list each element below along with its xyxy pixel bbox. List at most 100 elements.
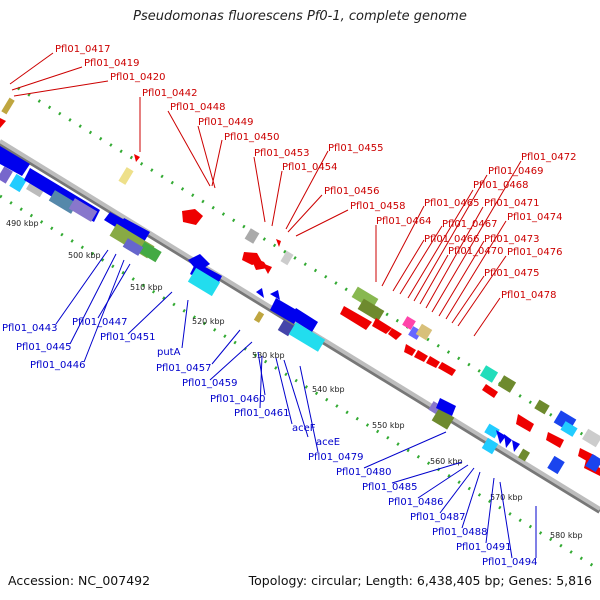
gene-arrow[interactable] bbox=[276, 239, 281, 247]
gene-label[interactable]: Pfl01_0458 bbox=[350, 201, 406, 212]
gene-label[interactable]: Pfl01_0460 bbox=[210, 394, 266, 405]
gene-block[interactable] bbox=[534, 399, 550, 415]
gene-label[interactable]: Pfl01_0461 bbox=[234, 408, 290, 419]
gene-block[interactable] bbox=[244, 228, 260, 244]
gene-block[interactable] bbox=[497, 375, 517, 393]
map-title: Pseudomonas fluorescens Pf0-1, complete … bbox=[133, 9, 467, 24]
gene-block[interactable] bbox=[479, 365, 499, 383]
gene-block[interactable] bbox=[402, 316, 416, 330]
gene-arrow[interactable] bbox=[0, 118, 6, 128]
gene-label[interactable]: Pfl01_0459 bbox=[182, 378, 238, 389]
gene-arrow[interactable] bbox=[388, 328, 402, 340]
gene-label[interactable]: Pfl01_0488 bbox=[432, 527, 488, 538]
gene-label[interactable]: Pfl01_0419 bbox=[84, 58, 140, 69]
gene-block[interactable] bbox=[9, 173, 27, 193]
gene-label[interactable]: Pfl01_0479 bbox=[308, 452, 364, 463]
gene-label[interactable]: Pfl01_0472 bbox=[521, 152, 577, 163]
gene-label[interactable]: Pfl01_0466 bbox=[424, 234, 480, 245]
gene-arrow[interactable] bbox=[512, 440, 520, 452]
gene-label[interactable]: Pfl01_0474 bbox=[507, 212, 563, 223]
gene-label[interactable]: Pfl01_0420 bbox=[110, 72, 166, 83]
gene-block[interactable] bbox=[517, 448, 531, 462]
gene-block[interactable] bbox=[280, 250, 294, 266]
gene-label[interactable]: Pfl01_0455 bbox=[328, 143, 384, 154]
gene-label[interactable]: putA bbox=[157, 347, 181, 358]
gene-label[interactable]: Pfl01_0447 bbox=[72, 317, 128, 328]
gene-block[interactable] bbox=[187, 267, 221, 297]
gene-label[interactable]: Pfl01_0453 bbox=[254, 148, 310, 159]
gene-label[interactable]: Pfl01_0464 bbox=[376, 216, 432, 227]
gene-arrow[interactable] bbox=[290, 308, 318, 332]
gene-label[interactable]: Pfl01_0486 bbox=[388, 497, 444, 508]
gene-arrow[interactable] bbox=[340, 306, 372, 330]
gene-label[interactable]: Pfl01_0471 bbox=[484, 198, 540, 209]
gene-arrow[interactable] bbox=[546, 432, 564, 448]
gene-label[interactable]: aceE bbox=[316, 437, 340, 448]
gene-label[interactable]: Pfl01_0470 bbox=[448, 246, 504, 257]
gene-arrow[interactable] bbox=[482, 384, 498, 398]
gene-label[interactable]: Pfl01_0487 bbox=[410, 512, 466, 523]
gene-arrow[interactable] bbox=[504, 434, 512, 448]
gene-arrow[interactable] bbox=[436, 398, 456, 416]
gene-block[interactable] bbox=[253, 311, 265, 323]
gene-block[interactable] bbox=[585, 453, 600, 473]
gene-arrow[interactable] bbox=[372, 318, 392, 334]
gene-block[interactable] bbox=[484, 423, 500, 439]
gene-block[interactable] bbox=[288, 322, 326, 352]
gene-arrow[interactable] bbox=[438, 362, 456, 376]
gene-label[interactable]: Pfl01_0448 bbox=[170, 102, 226, 113]
gene-label[interactable]: Pfl01_0473 bbox=[484, 234, 540, 245]
gene-block[interactable] bbox=[68, 198, 98, 222]
gene-block[interactable] bbox=[547, 455, 565, 475]
gene-label[interactable]: Pfl01_0417 bbox=[55, 44, 111, 55]
gene-block[interactable] bbox=[582, 428, 600, 448]
gene-arrow[interactable] bbox=[426, 356, 440, 368]
gene-block[interactable] bbox=[1, 97, 15, 115]
gene-label[interactable]: Pfl01_0491 bbox=[456, 542, 512, 553]
gene-label[interactable]: Pfl01_0457 bbox=[156, 363, 212, 374]
gene-label[interactable]: Pfl01_0469 bbox=[488, 166, 544, 177]
gene-arrow[interactable] bbox=[256, 288, 264, 298]
gene-block[interactable] bbox=[0, 166, 13, 184]
gene-label[interactable]: Pfl01_0494 bbox=[482, 557, 538, 568]
gene-block[interactable] bbox=[138, 241, 162, 263]
gene-block[interactable] bbox=[408, 326, 422, 340]
gene-block[interactable] bbox=[560, 421, 578, 437]
gene-label[interactable]: Pfl01_0450 bbox=[224, 132, 280, 143]
tick-label: 550 kbp bbox=[372, 421, 405, 430]
gene-arrow[interactable] bbox=[262, 263, 272, 274]
gene-block[interactable] bbox=[118, 167, 134, 185]
gene-label[interactable]: Pfl01_0449 bbox=[198, 117, 254, 128]
gene-block[interactable] bbox=[357, 298, 385, 322]
gene-label[interactable]: Pfl01_0454 bbox=[282, 162, 338, 173]
gene-label[interactable]: Pfl01_0476 bbox=[507, 247, 563, 258]
gene-label[interactable]: Pfl01_0468 bbox=[473, 180, 529, 191]
gene-block[interactable] bbox=[415, 323, 433, 341]
gene-arrow[interactable] bbox=[270, 290, 280, 300]
gene-label[interactable]: Pfl01_0467 bbox=[442, 219, 498, 230]
gene-arrow[interactable] bbox=[516, 414, 534, 432]
gene-arrow[interactable] bbox=[414, 350, 428, 362]
gene-block[interactable] bbox=[431, 408, 455, 430]
gene-arrow[interactable] bbox=[134, 154, 140, 162]
gene-block[interactable] bbox=[481, 437, 499, 455]
gene-arrow[interactable] bbox=[404, 344, 416, 356]
gene-label[interactable]: aceF bbox=[292, 423, 316, 434]
gene-label[interactable]: Pfl01_0480 bbox=[336, 467, 392, 478]
gene-label[interactable]: Pfl01_0443 bbox=[2, 323, 58, 334]
gene-label[interactable]: Pfl01_0446 bbox=[30, 360, 86, 371]
gene-arrow[interactable] bbox=[496, 430, 506, 444]
gene-arrow[interactable] bbox=[118, 218, 150, 242]
gene-arrow[interactable] bbox=[250, 256, 268, 270]
gene-label[interactable]: Pfl01_0478 bbox=[501, 290, 557, 301]
gene-arrow[interactable] bbox=[0, 146, 30, 176]
gene-label[interactable]: Pfl01_0445 bbox=[16, 342, 72, 353]
gene-label[interactable]: Pfl01_0475 bbox=[484, 268, 540, 279]
gene-arrow[interactable] bbox=[182, 209, 203, 225]
gene-label[interactable]: Pfl01_0442 bbox=[142, 88, 198, 99]
gene-label[interactable]: Pfl01_0451 bbox=[100, 332, 156, 343]
gene-label[interactable]: Pfl01_0456 bbox=[324, 186, 380, 197]
gene-block[interactable] bbox=[122, 238, 144, 256]
gene-label[interactable]: Pfl01_0485 bbox=[362, 482, 418, 493]
gene-label[interactable]: Pfl01_0465 bbox=[424, 198, 480, 209]
